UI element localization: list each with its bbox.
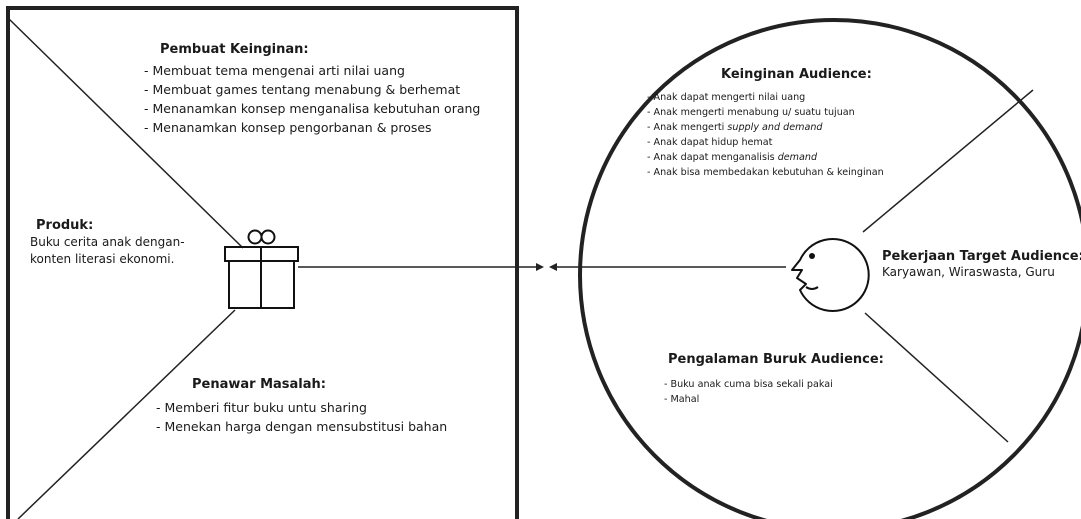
gain-creators-list: - Membuat tema mengenai arti nilai uang …: [144, 61, 480, 137]
list-item: - Buku anak cuma bisa sekali pakai: [664, 379, 833, 390]
customer-jobs-title: Pekerjaan Target Audience:: [882, 249, 1081, 264]
emphasis: demand: [777, 152, 818, 163]
list-item: - Membuat games tentang menabung & berhe…: [144, 82, 461, 97]
list-item: - Anak dapat mengerti nilai uang: [647, 92, 806, 103]
list-item: - Menanamkan konsep pengorbanan & proses: [144, 120, 432, 135]
pain-relievers-list: - Memberi fitur buku untu sharing - Mene…: [156, 398, 447, 436]
arrowhead-left: [549, 263, 557, 271]
list-item: - Memberi fitur buku untu sharing: [156, 400, 367, 415]
list-item: - Membuat tema mengenai arti nilai uang: [144, 63, 405, 78]
product-title: Produk:: [36, 218, 94, 233]
product-line: Buku cerita anak dengan-: [30, 235, 185, 249]
product-line: konten literasi ekonomi.: [30, 252, 175, 266]
face-icon: [791, 238, 870, 312]
emphasis: supply and demand: [727, 122, 823, 133]
value-map-box: [6, 6, 519, 519]
value-map-diagonal-upper: [7, 17, 244, 249]
list-item: - Menekan harga dengan mensubstitusi bah…: [156, 419, 448, 434]
list-item: - Anak dapat menganalisis demand: [647, 152, 818, 163]
list-item: - Anak dapat hidup hemat: [647, 137, 773, 148]
gains-list: - Anak dapat mengerti nilai uang - Anak …: [647, 90, 884, 180]
pains-title: Pengalaman Buruk Audience:: [668, 352, 884, 367]
circle-divider-lower: [864, 312, 1009, 443]
list-item: - Anak bisa membedakan kebutuhan & keing…: [647, 167, 884, 178]
pain-relievers-title: Penawar Masalah:: [192, 377, 326, 392]
list-item: - Anak mengerti supply and demand: [647, 122, 823, 133]
pain-relievers-section: Penawar Masalah: - Memberi fitur buku un…: [156, 377, 447, 436]
customer-jobs-section: Pekerjaan Target Audience: Karyawan, Wir…: [882, 249, 1081, 281]
pains-list: - Buku anak cuma bisa sekali pakai - Mah…: [664, 377, 884, 407]
gains-section: Keinginan Audience: - Anak dapat mengert…: [647, 67, 884, 180]
gain-creators-section: Pembuat Keinginan: - Membuat tema mengen…: [144, 42, 480, 137]
list-item: - Mahal: [664, 394, 700, 405]
gains-title: Keinginan Audience:: [721, 67, 872, 82]
product-section: Produk: Buku cerita anak dengan- konten …: [30, 218, 185, 268]
pains-section: Pengalaman Buruk Audience: - Buku anak c…: [664, 352, 884, 407]
circle-divider-upper: [862, 89, 1034, 233]
arrowhead-right: [536, 263, 544, 271]
gift-icon: [224, 229, 299, 309]
customer-profile-circle: [578, 18, 1081, 519]
gain-creators-title: Pembuat Keinginan:: [160, 42, 309, 57]
list-item: - Menanamkan konsep menganalisa kebutuha…: [144, 101, 481, 116]
list-item: - Anak mengerti menabung u/ suatu tujuan: [647, 107, 855, 118]
value-map-diagonal-lower: [17, 309, 236, 519]
customer-jobs-value: Karyawan, Wiraswasta, Guru: [882, 265, 1055, 279]
